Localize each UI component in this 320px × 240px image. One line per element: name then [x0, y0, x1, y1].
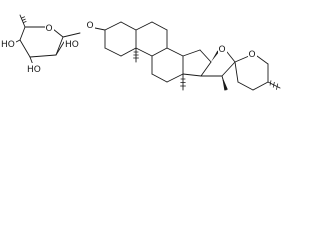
furan-oxygen-label: O	[219, 45, 226, 55]
sugar-c4-hydroxyl-label: HO	[1, 40, 15, 50]
steroid-ring-a	[104, 21, 137, 57]
sugar-c2-oh-bond	[55, 41, 65, 56]
glycosidic-bond-aglycone-side	[94, 27, 106, 31]
ring-b-bond	[135, 47, 153, 57]
sugar-c1-o5-bond	[52, 28, 64, 38]
ring-a-bond	[120, 47, 137, 57]
ring-d-bond	[182, 73, 202, 77]
c13-methyl-hash	[180, 78, 186, 87]
pyran-c25-c24-bond	[252, 81, 269, 91]
ring-d-bond	[182, 49, 201, 57]
sugar-c4-oh-bond	[15, 39, 21, 43]
furan-c22-c20-bond	[221, 61, 236, 77]
pyran-c22-o-bond	[234, 55, 250, 63]
pyran-o-c26-bond	[256, 55, 269, 65]
pyran-c24-c23-bond	[237, 81, 254, 91]
c16-oxygen-wedge	[211, 50, 219, 62]
ring-b-bond	[135, 21, 153, 31]
sugar-c6-methyl-bond	[19, 14, 26, 28]
sugar-c5-c4-bond	[19, 26, 26, 41]
glycosidic-oxygen-label: O	[87, 21, 94, 31]
sugar-ring-oxygen-label: O	[46, 24, 53, 34]
c10-methyl-hash	[133, 51, 139, 59]
pyran-c23-c22-bond	[234, 61, 239, 83]
glycosidic-linkage: O	[86, 19, 106, 31]
steroid-ring-b	[135, 21, 168, 57]
steroid-ring-c	[151, 47, 184, 83]
c20-methyl-wedge	[222, 76, 228, 91]
ring-f-pyran: O	[234, 48, 281, 91]
ring-d-bond	[199, 49, 212, 63]
furan-o-c22-bond	[226, 51, 236, 63]
steroid-ring-d	[182, 49, 212, 77]
sugar-c3-c2-bond	[29, 54, 57, 58]
ring-d-bond	[200, 61, 212, 77]
ring-c-bond	[166, 47, 184, 57]
ring-a-bond	[104, 47, 122, 57]
sugar-c2-hydroxyl-label: HO	[65, 40, 79, 50]
pyran-oxygen-label: O	[249, 50, 256, 60]
c13-methyl	[180, 73, 186, 91]
ring-a-bond	[120, 21, 137, 31]
sugar-c4-c3-bond	[19, 39, 31, 58]
ring-b-bond	[151, 21, 168, 31]
glycosidic-bond-sugar-side	[62, 32, 81, 38]
c25-methyl-hash	[269, 80, 279, 90]
ring-e-furan: O	[200, 43, 236, 91]
ring-c-bond	[166, 73, 184, 83]
sugar-methyl-hash	[21, 16, 27, 23]
ring-a-bond	[104, 21, 122, 31]
ring-c-bond	[151, 73, 168, 83]
c10-methyl	[133, 47, 139, 63]
sugar-c3-hydroxyl-label: HO	[27, 65, 41, 75]
ring-b-bond	[151, 47, 168, 57]
chemical-structure: O HO HO HO O	[0, 14, 281, 91]
sugar-c2-c1-bond	[55, 36, 64, 56]
sugar-ring: O HO HO HO	[0, 14, 81, 75]
